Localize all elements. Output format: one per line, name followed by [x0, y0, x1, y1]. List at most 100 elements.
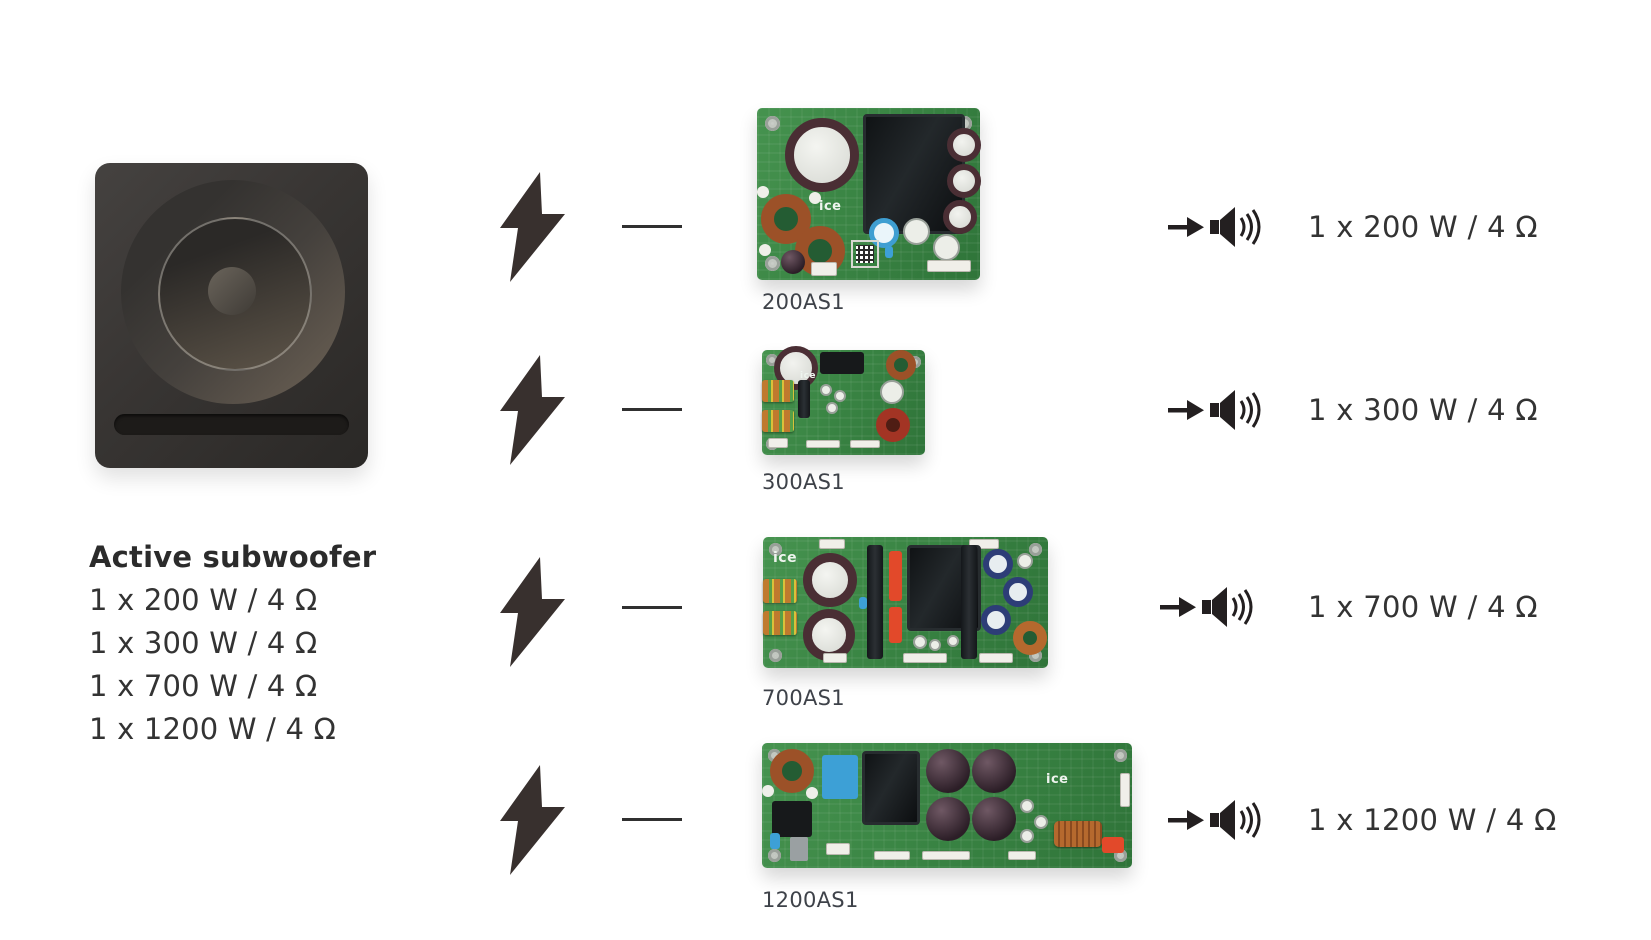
icepower-logo: ice	[1046, 772, 1069, 787]
connector-line	[622, 408, 682, 411]
emi-coil	[763, 579, 797, 603]
speaker-sound-icon	[1210, 798, 1270, 842]
output-power-spec: 1 x 300 W / 4 Ω	[1308, 393, 1538, 427]
subwoofer-spec-1: 1 x 200 W / 4 Ω	[89, 583, 318, 617]
toroid-inductor	[770, 749, 814, 793]
capacitor	[1034, 815, 1048, 829]
heatsink	[798, 380, 810, 418]
capacitor	[1017, 553, 1033, 569]
module-label: 200AS1	[762, 290, 845, 314]
component	[885, 246, 893, 258]
capacitor	[803, 553, 857, 607]
capacitor	[943, 200, 977, 234]
subwoofer-spec-4: 1 x 1200 W / 4 Ω	[89, 712, 336, 746]
capacitor	[926, 749, 970, 793]
lightning-bolt-icon	[495, 765, 565, 875]
toroid-inductor	[1013, 621, 1047, 655]
right-arrow-icon	[1160, 597, 1196, 617]
component	[859, 597, 867, 609]
component	[822, 755, 858, 799]
screw	[1114, 749, 1127, 762]
capacitor	[947, 128, 981, 162]
capacitor	[926, 797, 970, 841]
toroid-inductor	[876, 408, 910, 442]
connector	[819, 539, 845, 549]
component	[889, 551, 902, 601]
connector	[922, 851, 970, 860]
component	[809, 192, 821, 204]
capacitor	[929, 639, 941, 651]
icepower-logo: ice	[819, 199, 842, 214]
capacitor	[1003, 577, 1033, 607]
amp-module-board-200as1: ice	[757, 108, 981, 280]
capacitor	[1020, 799, 1034, 813]
screw	[769, 649, 782, 662]
amp-module-board-1200as1: ice	[762, 743, 1132, 868]
subwoofer-illustration	[95, 163, 368, 468]
connector	[811, 262, 837, 276]
module-label: 700AS1	[762, 686, 845, 710]
connector	[874, 851, 910, 860]
icepower-logo: ice	[773, 550, 798, 566]
subwoofer-spec-2: 1 x 300 W / 4 Ω	[89, 626, 318, 660]
module-label: 1200AS1	[762, 888, 859, 912]
qr-sticker	[851, 240, 879, 268]
capacitor	[785, 118, 859, 192]
component	[759, 244, 771, 256]
screw	[769, 543, 782, 556]
screw	[768, 849, 781, 862]
speaker-sound-icon	[1210, 205, 1270, 249]
component	[772, 801, 812, 837]
icepower-logo: ice	[800, 371, 817, 381]
component	[762, 785, 774, 797]
capacitor	[880, 380, 904, 404]
component	[889, 607, 902, 643]
output-power-spec: 1 x 700 W / 4 Ω	[1308, 590, 1538, 624]
toroid-inductor	[886, 350, 916, 380]
lightning-bolt-icon	[495, 172, 565, 282]
capacitor	[983, 549, 1013, 579]
component	[757, 186, 769, 198]
amp-module-board-300as1: ice	[762, 346, 925, 455]
component	[790, 837, 808, 861]
capacitor	[1020, 829, 1034, 843]
capacitor	[820, 384, 832, 396]
right-arrow-icon	[1168, 217, 1204, 237]
connector-line	[622, 818, 682, 821]
subwoofer-port	[114, 414, 349, 435]
screw	[765, 256, 780, 271]
component	[1102, 837, 1124, 853]
capacitor	[903, 218, 930, 245]
connector	[1120, 773, 1130, 807]
connector	[979, 653, 1013, 663]
capacitor	[981, 605, 1011, 635]
connector	[768, 438, 788, 448]
component	[806, 787, 818, 799]
emi-coil	[762, 380, 794, 402]
connector-line	[622, 606, 682, 609]
connector	[1008, 851, 1036, 860]
subwoofer-title: Active subwoofer	[89, 540, 377, 574]
emi-coil	[762, 410, 794, 432]
toroid-inductor	[1054, 821, 1102, 847]
capacitor	[826, 402, 838, 414]
capacitor	[972, 749, 1016, 793]
speaker-dustcap	[208, 267, 256, 315]
screw	[765, 116, 780, 131]
connector	[903, 653, 947, 663]
connector	[927, 260, 971, 272]
connector	[850, 440, 880, 448]
output-power-spec: 1 x 200 W / 4 Ω	[1308, 210, 1538, 244]
right-arrow-icon	[1168, 810, 1204, 830]
transformer	[862, 751, 920, 825]
right-arrow-icon	[1168, 400, 1204, 420]
capacitor	[869, 218, 899, 248]
speaker-sound-icon	[1210, 388, 1270, 432]
capacitor	[913, 635, 927, 649]
connector	[826, 843, 850, 855]
speaker-sound-icon	[1202, 585, 1262, 629]
capacitor	[972, 797, 1016, 841]
output-power-spec: 1 x 1200 W / 4 Ω	[1308, 803, 1557, 837]
capacitor	[933, 234, 960, 261]
